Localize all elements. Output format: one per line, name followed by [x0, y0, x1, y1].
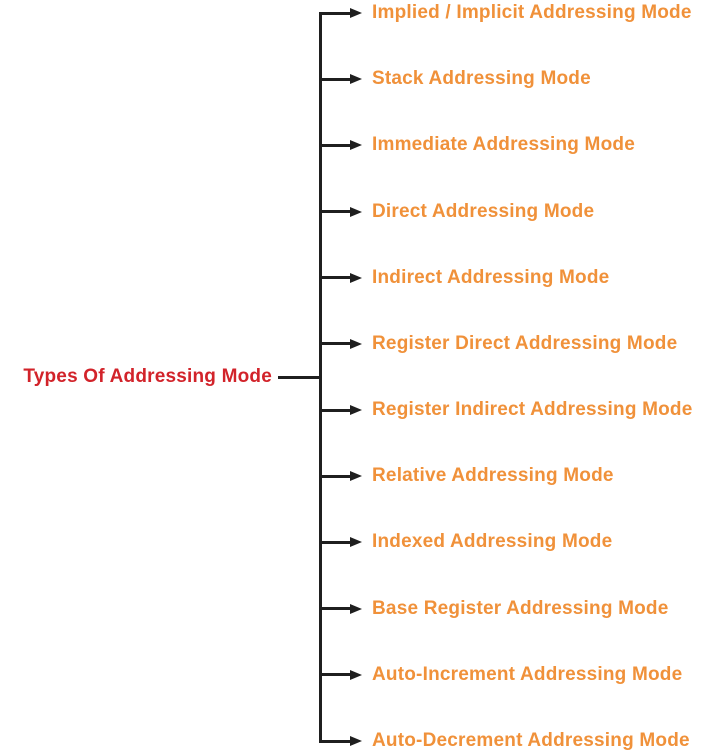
arrow-right-icon	[350, 338, 362, 349]
branch-label: Implied / Implicit Addressing Mode	[372, 2, 692, 23]
branch-line	[319, 474, 350, 478]
branch-label: Indirect Addressing Mode	[372, 266, 610, 288]
branch-label: Stack Addressing Mode	[372, 68, 591, 90]
branch-label: Register Direct Addressing Mode	[372, 332, 678, 354]
branch-row: Direct Addressing Mode	[319, 199, 594, 225]
arrow-right-icon	[350, 736, 362, 746]
arrow-right-icon	[350, 669, 362, 680]
branch-row: Indirect Addressing Mode	[319, 265, 609, 291]
arrow-right-icon	[350, 537, 362, 548]
branch-line	[319, 408, 350, 412]
branch-row: Implied / Implicit Addressing Mode	[319, 0, 692, 26]
branch-line	[319, 77, 350, 81]
branch-line	[319, 607, 350, 611]
arrow-right-icon	[350, 603, 362, 614]
branch-label: Auto-Decrement Addressing Mode	[372, 730, 690, 751]
branch-label: Register Indirect Addressing Mode	[372, 399, 693, 421]
branch-line	[319, 276, 350, 280]
root-connector-line	[278, 375, 320, 379]
arrow-right-icon	[350, 8, 362, 18]
branch-line	[319, 540, 350, 544]
arrow-right-icon	[350, 206, 362, 217]
arrow-right-icon	[350, 471, 362, 482]
branch-row: Immediate Addressing Mode	[319, 132, 635, 158]
arrow-right-icon	[350, 405, 362, 416]
branch-row: Relative Addressing Mode	[319, 463, 614, 489]
branch-row: Base Register Addressing Mode	[319, 596, 669, 622]
root-label: Types Of Addressing Mode	[23, 366, 272, 387]
branch-row: Auto-Increment Addressing Mode	[319, 662, 682, 688]
branch-row: Auto-Decrement Addressing Mode	[319, 728, 690, 754]
branch-row: Register Direct Addressing Mode	[319, 331, 677, 357]
branch-line	[319, 210, 350, 214]
branch-label: Auto-Increment Addressing Mode	[372, 663, 683, 685]
arrow-right-icon	[350, 140, 362, 151]
branch-line	[319, 11, 350, 15]
branch-row: Stack Addressing Mode	[319, 66, 591, 92]
arrow-right-icon	[350, 74, 362, 85]
branch-label: Direct Addressing Mode	[372, 200, 595, 222]
branch-row: Register Indirect Addressing Mode	[319, 397, 693, 423]
branch-line	[319, 342, 350, 346]
trunk-line	[319, 11, 322, 743]
branch-label: Base Register Addressing Mode	[372, 597, 669, 619]
arrow-right-icon	[350, 272, 362, 283]
branch-label: Immediate Addressing Mode	[372, 134, 635, 156]
branch-line	[319, 673, 350, 677]
branch-label: Relative Addressing Mode	[372, 465, 614, 487]
branch-row: Indexed Addressing Mode	[319, 529, 612, 555]
branch-label: Indexed Addressing Mode	[372, 531, 613, 553]
branch-line	[319, 143, 350, 147]
branch-line	[319, 739, 350, 743]
